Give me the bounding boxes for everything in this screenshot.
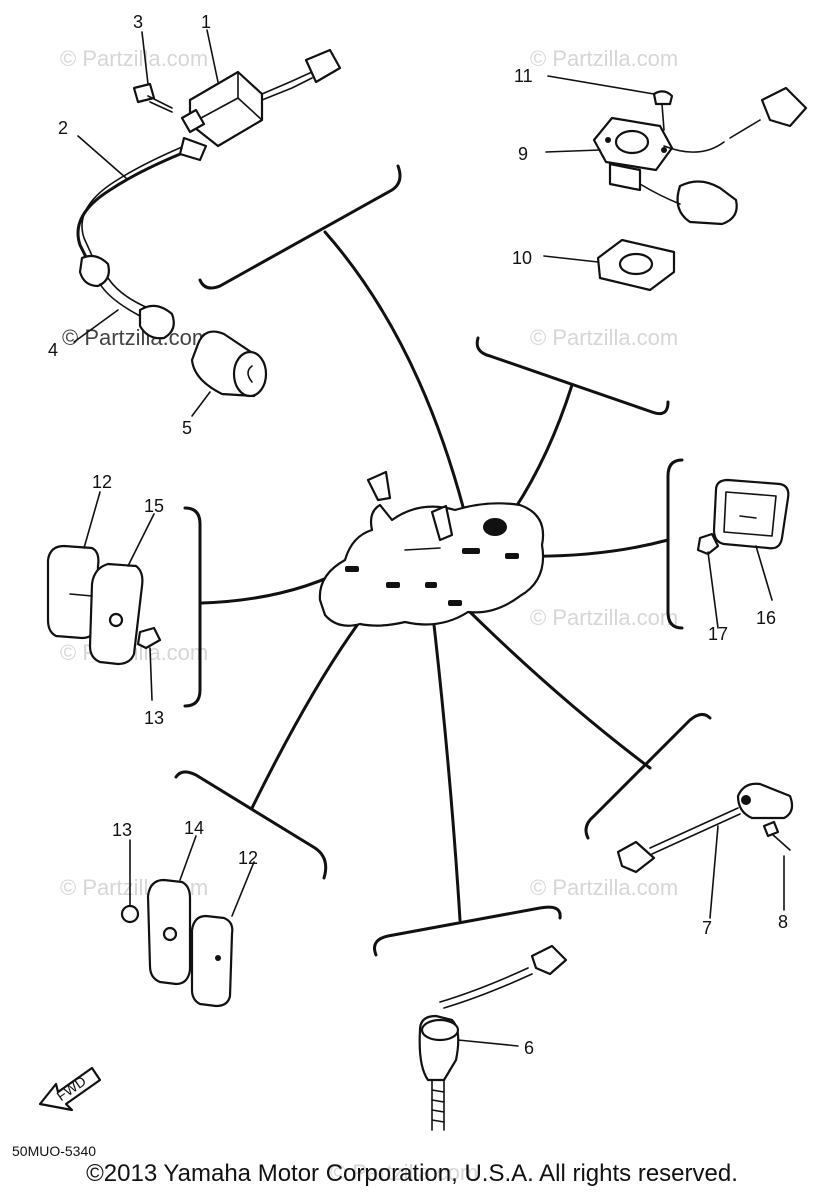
part-ignition-coil [180, 48, 342, 148]
watermark-text: © Partzilla.com [530, 325, 678, 350]
callout-1: 1 [201, 12, 211, 32]
drawing-code: 50MUO-5340 [12, 1143, 96, 1159]
frame-silhouette [318, 470, 545, 627]
part-sensor-7 [616, 782, 794, 874]
callout-5: 5 [182, 418, 192, 438]
bracket-top-center [198, 164, 468, 520]
callout-labels: 1 2 3 4 5 6 7 8 9 10 11 12 12 13 13 14 1… [48, 12, 788, 1058]
callout-13-bottom: 13 [112, 820, 132, 840]
part-sensor-6 [418, 944, 568, 1131]
leader-lines [73, 29, 785, 1047]
bracket-bottom-center [373, 588, 562, 957]
part-reflector-left [46, 544, 162, 666]
copyright-footer: ©2013 Yamaha Motor Corporation, U.S.A. A… [86, 1160, 738, 1187]
bracket-bottom-left [174, 582, 392, 880]
part-plug-lead [76, 136, 208, 340]
callout-3: 3 [133, 12, 143, 32]
watermark-text: © Partzilla.com [530, 875, 678, 900]
callout-12-left: 12 [92, 472, 112, 492]
watermark-text: © Partzilla.com [530, 605, 678, 630]
part-switch-assembly [592, 86, 808, 292]
bracket-right [518, 458, 684, 630]
callout-10: 10 [512, 248, 532, 268]
watermark-text: © Partzilla.com [530, 46, 678, 71]
part-screw-3 [132, 82, 173, 113]
callout-16: 16 [756, 608, 776, 628]
callout-13-left: 13 [144, 708, 164, 728]
callout-7: 7 [702, 918, 712, 938]
watermark-text-dark: © Partzilla.com [62, 325, 210, 350]
fwd-arrow-icon: FWD [38, 1066, 102, 1112]
callout-9: 9 [518, 144, 528, 164]
bracket-top-right [475, 336, 670, 532]
watermark-text: © Partzilla.com [60, 46, 208, 71]
callout-17: 17 [708, 624, 728, 644]
part-reflector-right [696, 478, 790, 556]
callout-2: 2 [58, 118, 68, 138]
callout-15: 15 [144, 496, 164, 516]
callout-14: 14 [184, 818, 204, 838]
callout-12-bottom: 12 [238, 848, 258, 868]
callout-6: 6 [524, 1038, 534, 1058]
bracket-bottom-right [468, 610, 712, 840]
part-plug-cap [190, 330, 268, 398]
callout-11: 11 [514, 66, 533, 86]
part-reflector-bottom-left [120, 878, 234, 1008]
callout-4: 4 [48, 340, 58, 360]
callout-8: 8 [778, 912, 788, 932]
watermark-text: © Partzilla.com [330, 1160, 478, 1185]
